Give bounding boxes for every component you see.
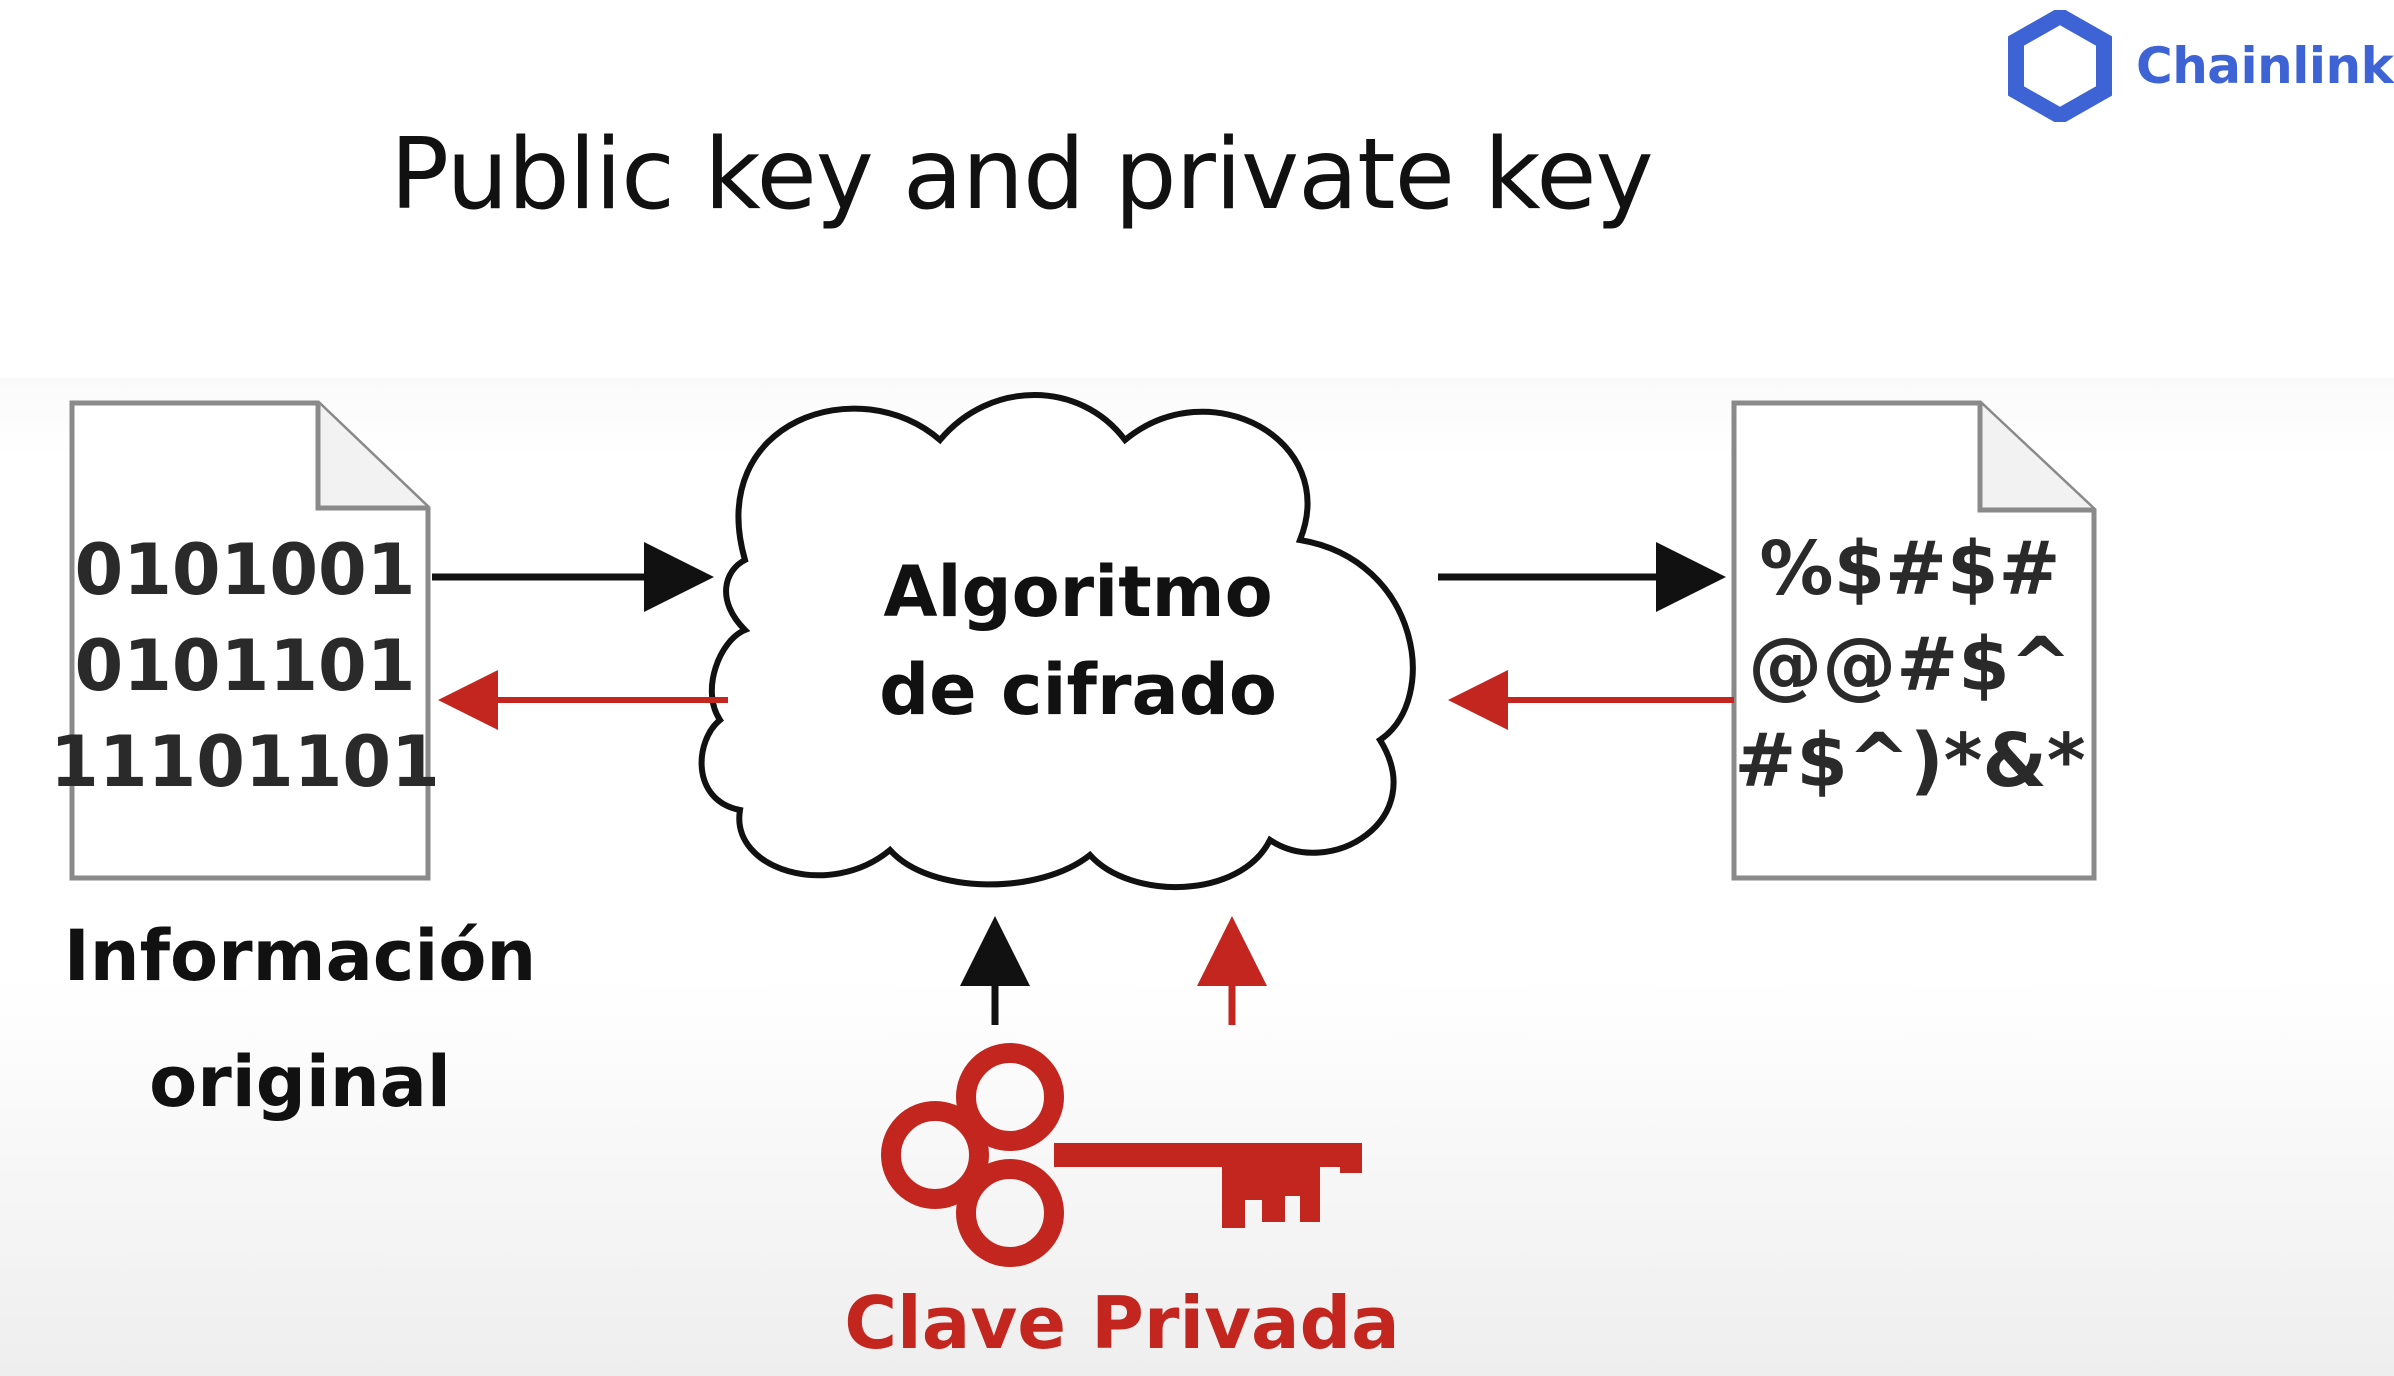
algorithm-label-line-2: de cifrado xyxy=(879,649,1277,731)
cipher-line-1: %$#$# xyxy=(1759,526,2060,612)
algorithm-label-line-1: Algoritmo xyxy=(883,551,1272,633)
chainlink-hexagon-icon xyxy=(2008,10,2112,122)
private-key-label: Clave Privada xyxy=(844,1281,1400,1365)
slide-title: Public key and private key xyxy=(390,118,1654,232)
private-key-icon xyxy=(881,1043,1362,1267)
brand-name: Chainlink xyxy=(2136,37,2394,95)
cipher-line-3: #$^)*&* xyxy=(1734,718,2085,804)
binary-line-3: 11101101 xyxy=(50,721,440,803)
binary-line-1: 0101001 xyxy=(75,529,416,611)
encrypted-document: %$#$# @@#$^ #$^)*&* xyxy=(1731,400,2097,881)
original-info-caption-line-2: original xyxy=(149,1041,451,1123)
encryption-algorithm-cloud: Algoritmo de cifrado xyxy=(698,392,1416,890)
original-info-caption-line-1: Información xyxy=(64,915,537,997)
cipher-line-2: @@#$^ xyxy=(1748,622,2072,708)
chainlink-logo: Chainlink xyxy=(2008,6,2394,126)
binary-line-2: 0101101 xyxy=(75,625,416,707)
original-document: 0101001 0101101 11101101 xyxy=(50,400,440,881)
